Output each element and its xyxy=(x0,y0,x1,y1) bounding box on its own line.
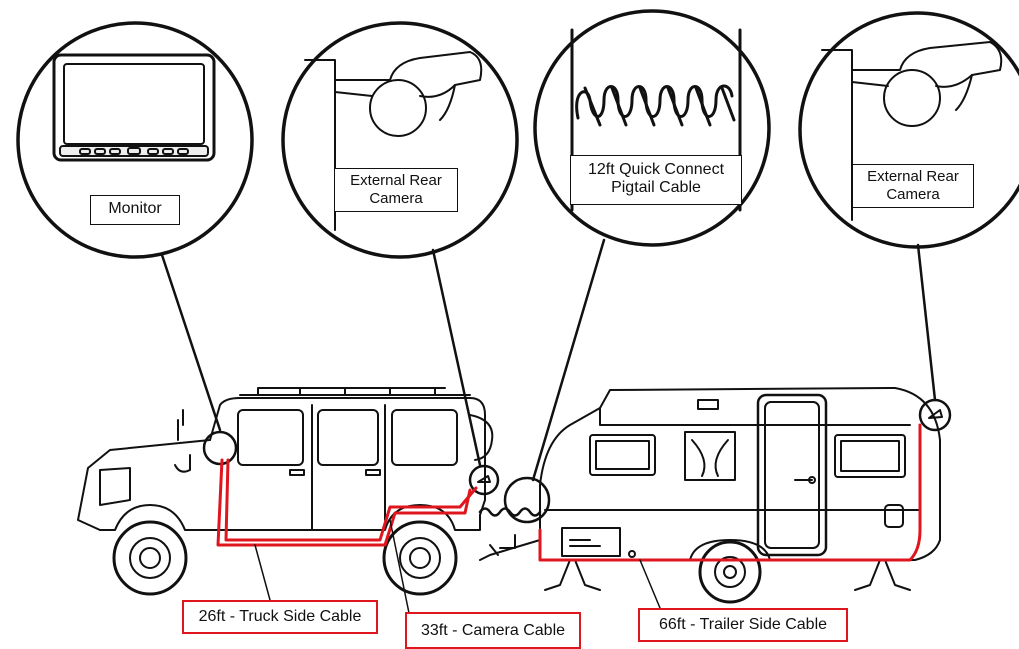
monitor-label-text: Monitor xyxy=(108,200,161,217)
truck-side-cable xyxy=(218,460,470,545)
pigtail-label-line2: Pigtail Cable xyxy=(571,179,741,197)
cable-routes xyxy=(218,425,920,560)
monitor-location-marker xyxy=(204,432,236,464)
truck-rear-wheel xyxy=(384,522,456,594)
truck-front-wheel xyxy=(114,522,186,594)
monitor-icon xyxy=(54,55,214,160)
monitor-label: Monitor xyxy=(90,195,180,225)
coiled-cable-icon xyxy=(577,86,734,125)
camera-truck-label-line1: External Rear xyxy=(335,172,457,190)
truck-illustration xyxy=(78,388,498,594)
camera-trailer-label: External Rear Camera xyxy=(852,164,974,208)
camera-trailer-label-line1: External Rear xyxy=(853,168,973,186)
truck-side-cable-label-text: 26ft - Truck Side Cable xyxy=(199,608,362,625)
trailer-camera-location-marker xyxy=(920,400,950,430)
pigtail-location-marker xyxy=(505,478,549,522)
pigtail-callout-circle xyxy=(535,11,769,245)
camera-truck-label: External Rear Camera xyxy=(334,168,458,212)
camera-trailer-callout-circle xyxy=(800,13,1019,247)
trailer-side-cable-label: 66ft - Trailer Side Cable xyxy=(638,608,848,642)
truck-side-cable-label: 26ft - Truck Side Cable xyxy=(182,600,378,634)
camera-trailer-label-line2: Camera xyxy=(853,186,973,204)
camera-truck-label-line2: Camera xyxy=(335,190,457,208)
trailer-side-cable-label-text: 66ft - Trailer Side Cable xyxy=(659,616,827,633)
camera-cable-label-text: 33ft - Camera Cable xyxy=(421,622,565,639)
camera-truck-callout-circle xyxy=(283,23,517,257)
camera-cable-label: 33ft - Camera Cable xyxy=(405,612,581,649)
pigtail-label: 12ft Quick Connect Pigtail Cable xyxy=(570,155,742,205)
pigtail-label-line1: 12ft Quick Connect xyxy=(571,161,741,179)
